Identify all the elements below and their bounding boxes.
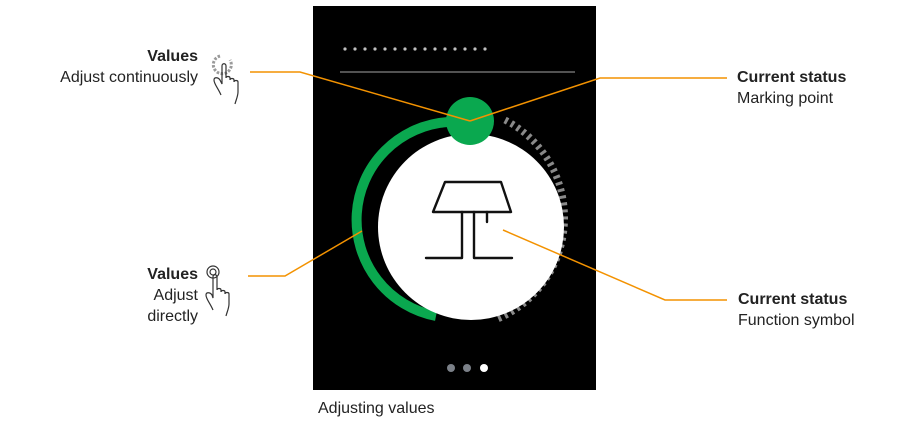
callout-title: Current status xyxy=(737,69,847,86)
table-lamp-icon xyxy=(424,180,514,260)
tap-finger-icon xyxy=(205,265,230,317)
leader-right-bottom xyxy=(502,229,727,301)
callout-text: Marking point xyxy=(737,90,834,107)
callout-function-symbol: Current status Function symbol xyxy=(738,289,855,331)
callout-title: Current status xyxy=(738,291,848,308)
callout-marking-point: Current status Marking point xyxy=(737,67,846,109)
page-indicator xyxy=(447,364,488,372)
callout-adjust-continuously: Values Adjust continuously xyxy=(10,46,198,88)
remaining-arc xyxy=(493,116,568,324)
page-dot-3[interactable] xyxy=(480,364,488,372)
callout-title: Values xyxy=(147,48,198,65)
callout-text: Adjust continuously xyxy=(60,69,198,86)
page-dot-1[interactable] xyxy=(447,364,455,372)
callout-title: Values xyxy=(147,266,198,283)
dial-circle[interactable] xyxy=(378,134,564,320)
leader-left-top xyxy=(250,71,471,122)
callout-text-line1: Adjust xyxy=(153,287,198,304)
password-dots xyxy=(343,47,487,51)
figure-caption: Adjusting values xyxy=(318,400,435,417)
page-dot-2[interactable] xyxy=(463,364,471,372)
rotate-finger-icon xyxy=(211,54,239,105)
callout-adjust-directly: Values Adjust directly xyxy=(95,264,198,327)
leader-left-bottom xyxy=(248,230,363,277)
value-arc[interactable] xyxy=(351,117,449,321)
callout-text-line2: directly xyxy=(147,308,198,325)
leader-right-top xyxy=(469,77,727,122)
leader-lines xyxy=(248,71,727,301)
callout-text: Function symbol xyxy=(738,312,855,329)
